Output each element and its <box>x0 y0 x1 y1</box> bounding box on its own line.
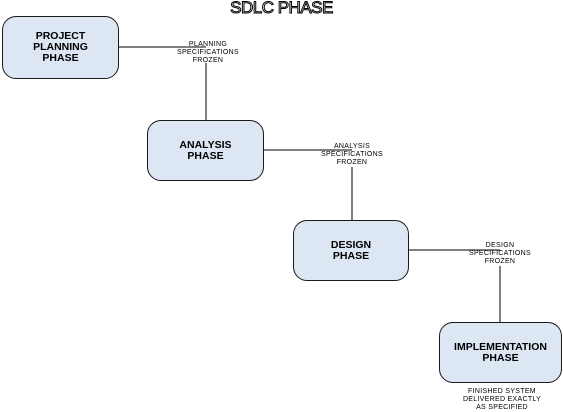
note-line: SPECIFICATIONS <box>468 250 532 257</box>
phase-label-line: DESIGN <box>330 238 372 251</box>
phase-box-design: DESIGN PHASE <box>293 220 409 281</box>
note-line: SPECIFICATIONS <box>176 49 240 56</box>
note-line: FROZEN <box>484 258 516 265</box>
note-line: AS SPECIFIED <box>476 404 528 411</box>
phase-label-line: PROJECT <box>35 30 86 42</box>
note-line: ANALYSIS <box>333 143 371 150</box>
note-line: DELIVERED EXACTLY <box>462 396 542 403</box>
note-analysis-specifications: ANALYSIS SPECIFICATIONS FROZEN <box>312 143 392 167</box>
note-finished-system: FINISHED SYSTEM DELIVERED EXACTLY AS SPE… <box>452 388 552 412</box>
phase-box-implementation: IMPLEMENTATION PHASE <box>439 322 562 383</box>
note-line: PLANNING <box>188 41 228 48</box>
note-line: FINISHED SYSTEM <box>468 388 536 395</box>
note-planning-specifications: PLANNING SPECIFICATIONS FROZEN <box>168 41 248 65</box>
phase-label-line: IMPLEMENTATION <box>454 340 547 353</box>
note-design-specifications: DESIGN SPECIFICATIONS FROZEN <box>460 242 540 266</box>
note-line: SPECIFICATIONS <box>320 151 384 158</box>
phase-label-line: PHASE <box>42 52 79 64</box>
phase-label-line: ANALYSIS <box>179 138 232 151</box>
diagram-title: SDLC PHASE <box>230 0 334 18</box>
note-line: FROZEN <box>336 159 368 166</box>
phase-label-line: PHASE <box>482 351 519 364</box>
note-line: FROZEN <box>192 57 224 64</box>
phase-label-line: PHASE <box>187 149 224 162</box>
phase-box-project-planning: PROJECT PLANNING PHASE <box>2 16 119 79</box>
phase-label-line: PHASE <box>332 249 370 262</box>
phase-label-line: PLANNING <box>33 41 88 53</box>
note-line: DESIGN <box>485 242 515 249</box>
phase-box-analysis: ANALYSIS PHASE <box>147 120 264 181</box>
